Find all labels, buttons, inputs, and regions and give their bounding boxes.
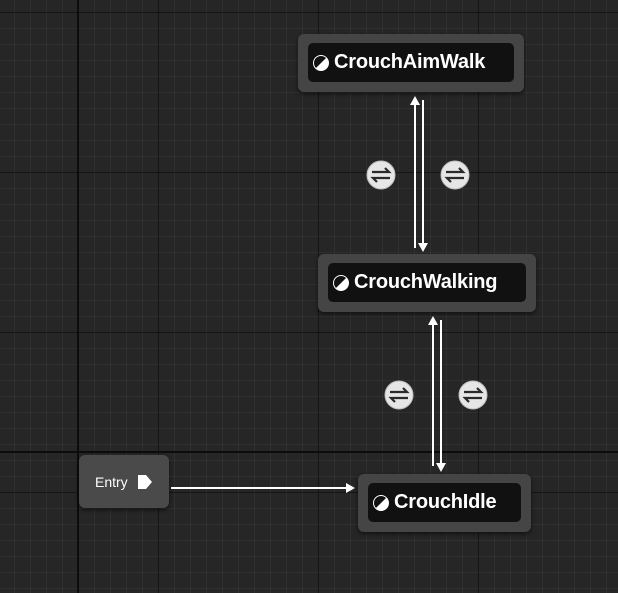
state-half-circle-icon bbox=[373, 494, 389, 511]
grid-origin-vertical-line bbox=[77, 0, 79, 593]
grid-origin-horizontal-line bbox=[0, 451, 618, 453]
transition-arrows-icon[interactable] bbox=[440, 160, 470, 190]
state-node-crouch-walking[interactable]: CrouchWalking bbox=[318, 254, 536, 312]
entry-label: Entry bbox=[95, 474, 128, 490]
transition-arrows-icon[interactable] bbox=[366, 160, 396, 190]
entry-node[interactable]: Entry bbox=[79, 455, 169, 508]
state-label: CrouchWalking bbox=[354, 271, 498, 293]
state-half-circle-icon bbox=[313, 54, 329, 71]
state-node-body: CrouchWalking bbox=[328, 263, 526, 302]
state-node-body: CrouchAimWalk bbox=[308, 43, 514, 82]
state-half-circle-icon bbox=[333, 274, 349, 291]
state-label: CrouchIdle bbox=[394, 491, 497, 513]
state-label: CrouchAimWalk bbox=[334, 51, 486, 73]
state-node-crouch-aim-walk[interactable]: CrouchAimWalk bbox=[298, 34, 524, 92]
state-node-body: CrouchIdle bbox=[368, 483, 521, 522]
entry-pin-icon[interactable] bbox=[137, 474, 153, 490]
state-node-crouch-idle[interactable]: CrouchIdle bbox=[358, 474, 531, 532]
transition-arrows-icon[interactable] bbox=[384, 380, 414, 410]
transition-arrows-icon[interactable] bbox=[458, 380, 488, 410]
